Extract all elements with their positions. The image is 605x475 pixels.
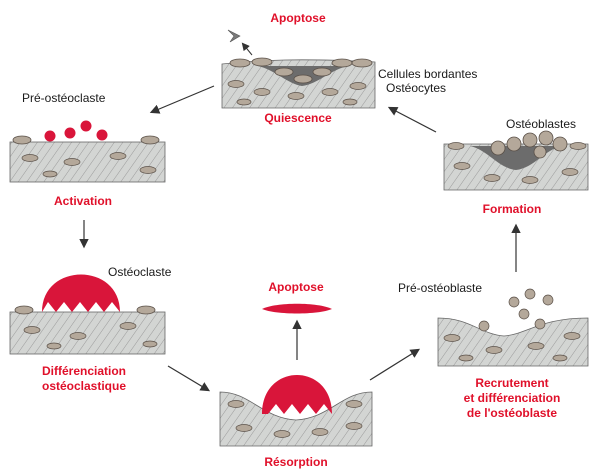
osteocytes-resorption [227,400,363,438]
resorbing-osteoclast [262,375,332,414]
osteoblasts [490,130,568,159]
resorption-panel: Apoptose Résorption [219,280,373,469]
apoptose-top-label: Apoptose [270,11,326,25]
arrow-quiescence-to-activation [149,85,215,114]
activation-label: Activation [54,194,112,208]
quiescence-label: Quiescence [264,111,332,125]
pre-osteoclasts [44,120,108,142]
cycle-arrows [79,85,521,392]
osteocytes-formation [447,142,587,184]
resorption-label: Résorption [264,455,327,469]
quiescence-panel: Apoptose Cellules bordantes Ostéocytes Q… [221,11,477,125]
differenciation-panel: Ostéoclaste Différenciation ostéoclastiq… [9,265,172,393]
recrutement-panel: Pré-ostéoblaste Recrutement et différenc… [398,281,589,420]
apoptotic-cell-icon [227,29,253,56]
bone-block-resorption [219,391,373,447]
formation-label: Formation [483,202,542,216]
lining-cells [229,57,373,84]
apoptose-bottom-label: Apoptose [268,280,324,294]
pre-osteoblaste-label: Pré-ostéoblaste [398,281,482,295]
formation-panel: Ostéoblastes Formation [443,117,589,216]
lining-cells-activation [12,135,160,178]
arrow-resorption-to-recrutement [369,348,421,381]
cells-label-line1: Cellules bordantes [378,67,477,81]
bone-block-activation [9,141,166,183]
apoptotic-osteoclast [262,303,332,314]
cells-label-line2: Ostéocytes [386,81,446,95]
recrutement-label-line1: Recrutement [475,376,548,390]
osteoblastes-label: Ostéoblastes [506,117,576,131]
osteocytes-differenciation [14,305,158,350]
osteocytes-quiescence [227,80,367,106]
differenciation-label-line2: ostéoclastique [42,379,126,393]
osteoclaste-label: Ostéoclaste [108,265,172,279]
activation-panel: Pré-ostéoclaste Activation [9,91,166,208]
arrow-differenciation-to-resorption [167,365,211,392]
differenciation-label-line1: Différenciation [42,364,126,378]
osteocytes-recrutement [443,332,581,362]
recrutement-label-line3: de l'ostéoblaste [467,406,558,420]
bone-block-recrutement [437,317,589,367]
pre-osteoblasts [478,288,554,332]
recrutement-label-line2: et différenciation [464,391,561,405]
osteoclast-cell [42,274,120,312]
arrow-formation-to-quiescence [387,106,437,133]
pre-osteoclaste-label: Pré-ostéoclaste [22,91,106,105]
